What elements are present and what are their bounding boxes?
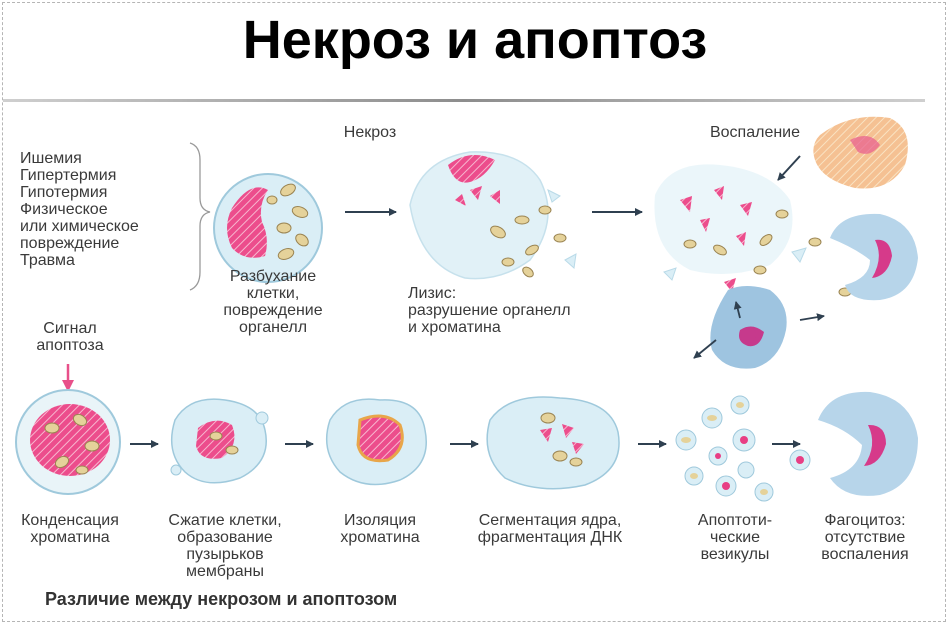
isolation-cell — [325, 398, 427, 486]
label-apoptotic-vesicles: Апоптоти- ческие везикулы — [697, 512, 773, 563]
label-condensation: Конденсация хроматина — [21, 512, 119, 546]
causes-list: Ишемия Гипертермия Гипотермия Физическое… — [20, 150, 139, 269]
label-shrinkage: Сжатие клетки, образование пузырьков мем… — [168, 512, 282, 580]
label-phagocytosis: Фагоцитоз: отсутствие воспаления — [821, 512, 909, 563]
apoptotic-vesicles — [675, 395, 811, 502]
label-segmentation: Сегментация ядра, фрагментация ДНК — [477, 512, 623, 546]
arrow-macrophage-down — [693, 339, 717, 359]
label-apoptosis-signal: Сигнал апоптоза — [36, 320, 104, 354]
macrophage-lower — [710, 286, 787, 369]
arrow-macrophage-right — [799, 313, 825, 322]
label-lysis: Лизис: разрушение органелл и хроматина — [408, 285, 571, 336]
condensation-cell — [15, 389, 121, 495]
lysed-cell — [409, 151, 577, 280]
macrophage-upper — [830, 213, 918, 301]
arrow-macrophage-up — [733, 301, 742, 319]
swollen-cell — [213, 173, 323, 283]
phagocyte — [818, 391, 918, 496]
page-title: Некроз и апоптоз — [242, 10, 708, 70]
inflammatory-cell — [813, 116, 908, 189]
necrosis-header: Некроз — [343, 124, 397, 141]
figure-caption: Различие между некрозом и апоптозом — [45, 589, 398, 609]
label-swelling: Разбухание клетки, повреждение органелл — [223, 268, 323, 336]
segmentation-cell — [486, 396, 620, 490]
label-inflammation: Воспаление — [709, 124, 801, 141]
causes-brace — [189, 142, 211, 291]
debris-cloud — [654, 164, 852, 297]
arrow-inflammation-pointer — [777, 155, 801, 181]
label-isolation: Изоляция хроматина — [340, 512, 420, 546]
shrinking-cell — [170, 398, 269, 484]
header-divider — [3, 99, 925, 102]
